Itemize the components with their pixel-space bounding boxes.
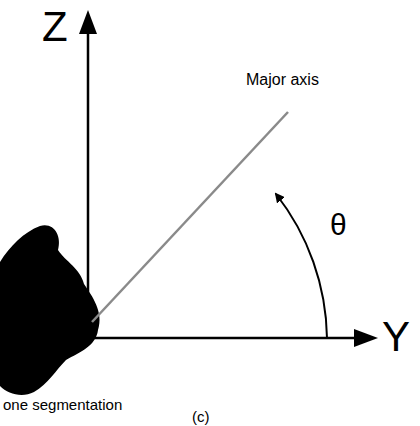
part-label: one segmentation (3, 397, 122, 412)
figure-caption: (c) (192, 409, 210, 424)
y-arrowhead (354, 329, 378, 347)
axis-label: Z (42, 6, 68, 48)
y-axis (88, 337, 366, 340)
z-arrowhead (79, 10, 97, 34)
axis-label: Y (382, 316, 410, 358)
major-axis-line (92, 112, 288, 322)
callout-label: Major axis (246, 72, 319, 88)
angle-symbol: θ (330, 210, 347, 240)
bone-blob (0, 225, 100, 395)
theta-arc (276, 194, 327, 338)
z-axis (87, 20, 90, 338)
